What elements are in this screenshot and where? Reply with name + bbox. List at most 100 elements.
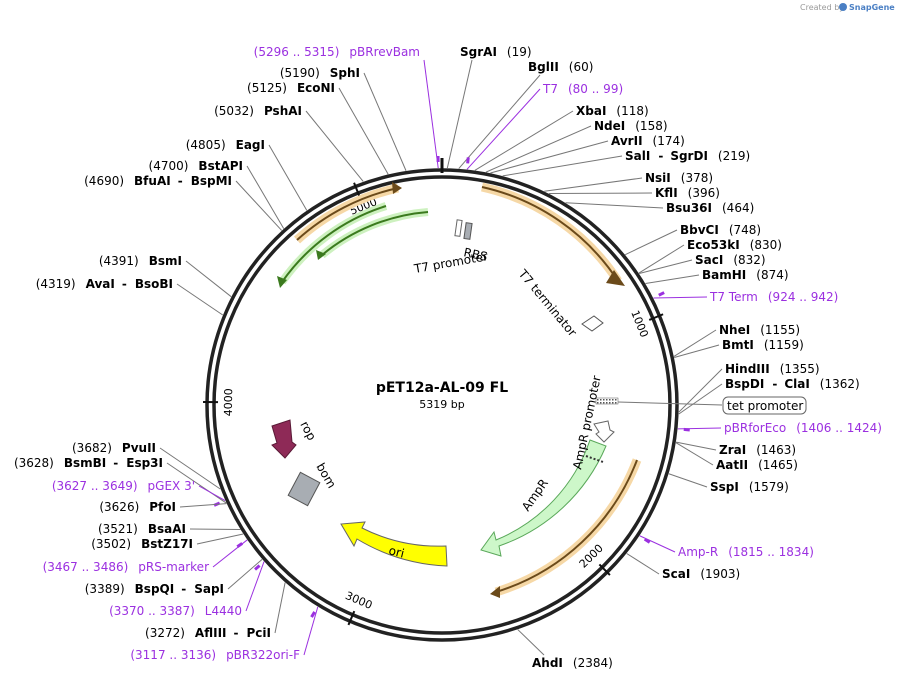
site-name: PvuII [122, 441, 156, 455]
site-position: (1465) [758, 458, 798, 472]
enzyme-leader-line [675, 442, 714, 466]
bom-box[interactable] [287, 471, 321, 507]
site-name: BstAPI [198, 159, 243, 173]
label-leaders [159, 59, 723, 656]
site-position: (5296 .. 5315) [254, 45, 340, 59]
tick-label: 4000 [222, 388, 235, 416]
enzyme-leader-line [176, 283, 224, 316]
site-position: (4805) [186, 138, 226, 152]
backbone-inner-ring [212, 175, 672, 635]
site-position: (3117 .. 3136) [130, 648, 216, 662]
site-name-separator: - [113, 456, 118, 470]
site-name: BstZ17I [141, 537, 193, 551]
tick-label: 1000 [628, 309, 651, 340]
site-name: ScaI [662, 567, 690, 581]
site-position: (158) [635, 119, 667, 133]
enzyme-leader-line [626, 553, 660, 575]
rbs-glyph[interactable] [463, 222, 473, 240]
site-name: HindIII [725, 362, 770, 376]
site-name: AvaI [86, 277, 115, 291]
enzyme-leader-line [474, 110, 574, 171]
site-name: Eco53kI [687, 238, 740, 252]
site-position: (3682) [72, 441, 112, 455]
enzyme-leader-line [638, 244, 685, 274]
site-position: (1406 .. 1424) [796, 421, 882, 435]
t7-terminator-shape[interactable] [581, 315, 604, 332]
site-name: T7 [542, 82, 558, 96]
feature-label-t7-terminator: T7 terminator [515, 266, 579, 339]
site-position: (830) [750, 238, 782, 252]
green-arrow-2[interactable] [319, 208, 429, 259]
primer-leader-line [198, 485, 226, 501]
site-name: BfuAI [134, 174, 171, 188]
site-name: ZraI [719, 443, 746, 457]
site-name: SalI [625, 149, 650, 163]
ampr-arrow[interactable] [480, 439, 607, 557]
site-name: pGEX 3' [148, 479, 195, 493]
enzyme-leader-line [227, 558, 263, 590]
enzyme-leader-line [189, 528, 241, 531]
primer-leader-line [653, 296, 708, 299]
site-name: BsmI [149, 254, 182, 268]
site-name-2: BspMI [191, 174, 232, 188]
enzyme-leader-line [645, 274, 700, 284]
tet-promoter-box[interactable] [595, 397, 619, 405]
site-name: Bsu36I [666, 201, 712, 215]
enzyme-leader-line [196, 533, 244, 545]
ampr-promoter-arrow[interactable] [593, 420, 615, 443]
site-position: (4690) [84, 174, 124, 188]
site-name-separator: - [181, 582, 186, 596]
site-name-separator: - [122, 277, 127, 291]
rop-arrow[interactable] [271, 419, 297, 459]
plasmid-name: pET12a-AL-09 FL [376, 380, 508, 396]
enzyme-leader-line [639, 259, 693, 275]
site-position: (80 .. 99) [568, 82, 623, 96]
enzyme-leader-line [246, 165, 285, 229]
site-name: AatII [716, 458, 748, 472]
primer-site-mark [643, 537, 651, 544]
site-position: (219) [718, 149, 750, 163]
site-name: PshAI [264, 104, 302, 118]
primer-site-mark [254, 564, 261, 571]
enzyme-leader-line [544, 177, 643, 192]
enzyme-leader-line [565, 202, 664, 209]
ori-arrow[interactable] [340, 521, 448, 567]
site-position: (1355) [780, 362, 820, 376]
primer-site-mark [466, 157, 470, 164]
feature-label-rbs: RBS [462, 245, 488, 264]
site-position: (2384) [573, 656, 613, 670]
site-position: (396) [688, 186, 720, 200]
site-position: (3502) [91, 537, 131, 551]
enzyme-leader-line [446, 59, 473, 169]
site-labels: SgrAI(19)BglII(60)T7(80 .. 99)XbaI(118)N… [14, 45, 882, 670]
site-position: (1815 .. 1834) [728, 545, 814, 559]
site-position: (4700) [149, 159, 189, 173]
enzyme-leader-line [678, 368, 723, 413]
enzyme-leader-line [185, 260, 232, 298]
t7-promoter-glyph[interactable] [454, 219, 463, 237]
enzyme-leader-line [678, 383, 723, 415]
site-position: (5032) [214, 104, 254, 118]
site-name: XbaI [576, 104, 606, 118]
site-name: NdeI [594, 119, 625, 133]
enzyme-leader-line [490, 140, 609, 174]
tet-promoter-label: tet promoter [617, 396, 807, 415]
insert-arrow-top[interactable] [481, 182, 622, 284]
site-position: (3389) [85, 582, 125, 596]
site-position: (3521) [98, 522, 138, 536]
primer-leader-line [639, 535, 676, 553]
site-position: (3626) [99, 500, 139, 514]
site-position: (60) [569, 60, 594, 74]
site-name: pBR322ori-F [226, 648, 300, 662]
insert-arrow-bottomright[interactable] [494, 458, 642, 597]
enzyme-leader-line [485, 125, 592, 173]
site-name: SacI [695, 253, 723, 267]
site-position: (5190) [280, 66, 320, 80]
tet-promoter-label-text: tet promoter [727, 399, 803, 413]
site-name-2: PciI [247, 626, 272, 640]
site-name: NsiI [645, 171, 671, 185]
site-name: BspDI [725, 377, 764, 391]
site-name-2: SapI [194, 582, 224, 596]
enzyme-leader-line [675, 441, 717, 451]
